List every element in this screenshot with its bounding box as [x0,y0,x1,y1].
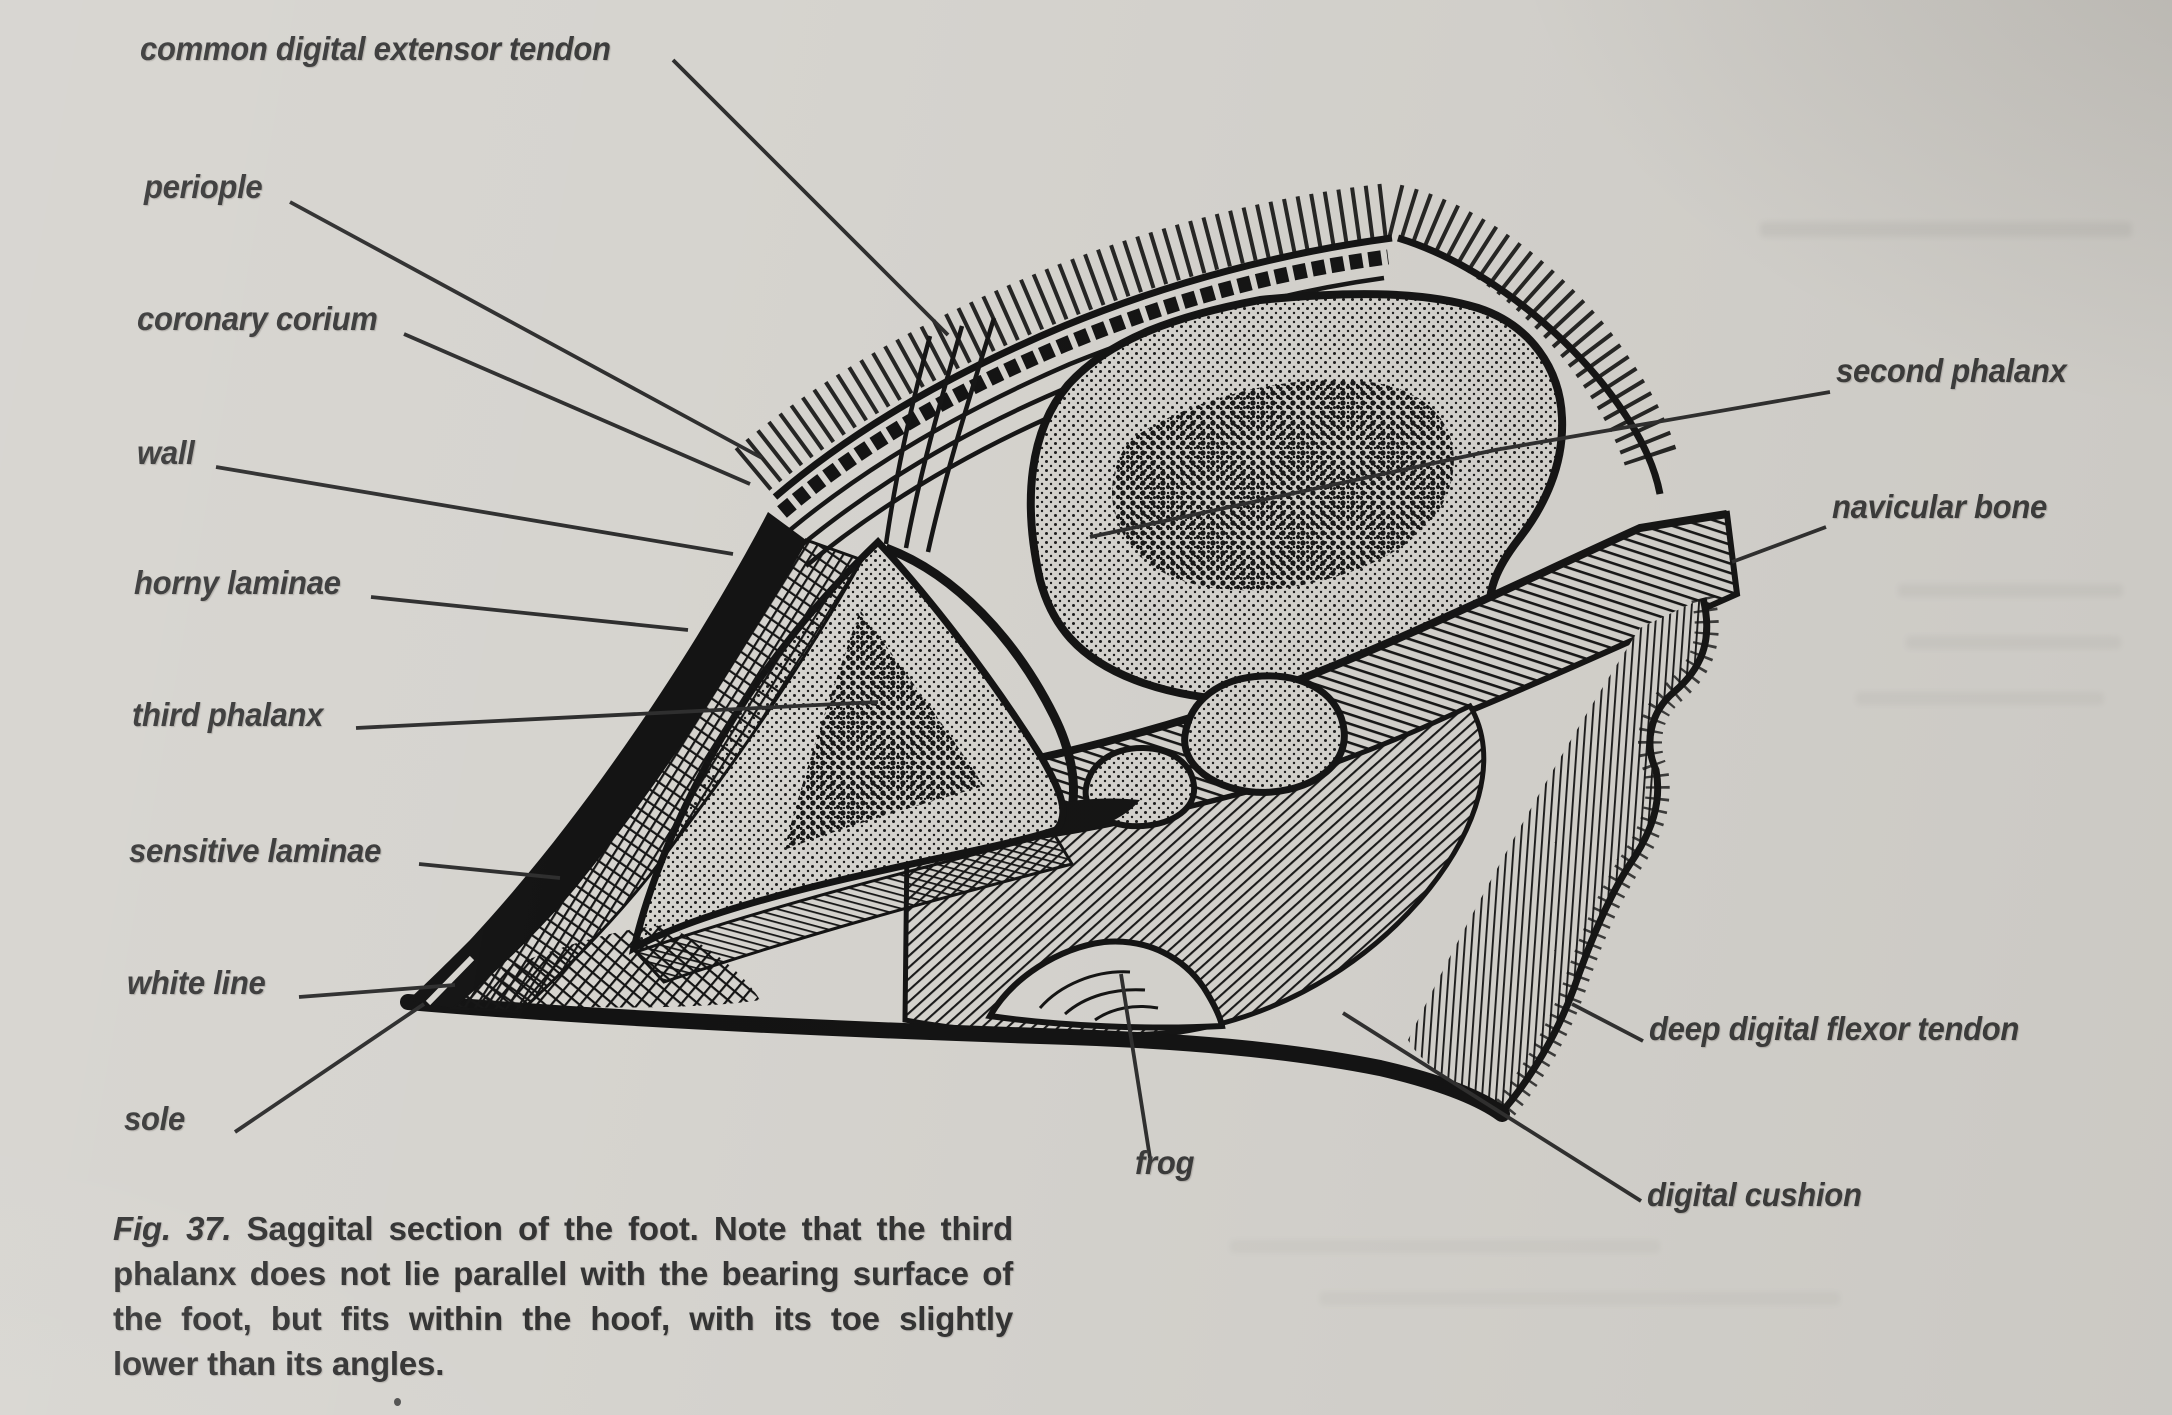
third-phalanx-marrow [784,610,984,850]
second-phalanx-bone [1026,290,1567,706]
leader-common-digital-extensor-tendon [671,58,950,337]
sole-corium-band [633,832,1075,984]
label-third-phalanx: third phalanx [132,696,324,733]
label-wall: wall [137,434,195,471]
bearing-surface-line [400,994,1510,1122]
leader-digital-cushion [1341,1011,1643,1203]
bleedthrough-mark [1760,222,2132,237]
caption-line-2: phalanx does not lie parallel with the b… [113,1255,1013,1292]
leader-wall [215,465,734,556]
heel-bulb-region [1408,598,1707,1112]
heel-back-outline [1492,595,1719,1120]
label-navicular-bone: navicular bone [1832,488,2047,525]
pastern-back-outline [1396,234,1664,495]
second-phalanx-marrow [1112,379,1454,591]
label-common-digital-extensor-tendon: common digital extensor tendon [140,30,611,67]
leader-frog [1119,973,1152,1159]
caption-line-3: the foot, but fits within the hoof, with… [113,1300,1013,1337]
caption-line-1: Fig. 37. Saggital section of the foot. N… [113,1206,1013,1251]
caption-line-4: lower than its angles. [113,1345,445,1382]
leader-periople [289,200,763,460]
hoof-wall [408,512,806,1008]
leader-deep-digital-flexor-tendon [1571,1002,1644,1043]
bleedthrough-mark [1856,692,2104,705]
hairline-fringe [734,182,1678,491]
leader-sensitive-laminae [418,862,561,880]
label-frog: frog [1135,1144,1195,1181]
stray-ink-dot [394,1398,401,1406]
label-deep-digital-flexor-tendon: deep digital flexor tendon [1649,1010,2020,1047]
bleedthrough-mark [1230,1240,1660,1253]
label-periople: periople [144,168,263,205]
label-sensitive-laminae: sensitive laminae [129,832,382,869]
bleedthrough-mark [1906,636,2121,649]
label-sole: sole [124,1100,185,1137]
leader-white-line [298,983,456,999]
label-digital-cushion: digital cushion [1647,1176,1862,1213]
frog-shape [985,938,1226,1031]
label-white-line: white line [127,964,266,1001]
caption-line-1-text: Saggital section of the foot. Note that … [246,1210,1014,1247]
label-coronary-corium: coronary corium [137,300,378,337]
figure-caption: Fig. 37. Saggital section of the foot. N… [113,1206,1013,1386]
label-horny-laminae: horny laminae [134,564,341,601]
leader-navicular-bone [1731,525,1827,564]
leader-third-phalanx [355,700,879,730]
leader-second-phalanx [1089,390,1831,539]
coffin-joint-line [884,543,1078,820]
bleedthrough-mark [1320,1292,1840,1305]
figure-number: Fig. 37. [113,1210,232,1247]
periople-band [777,249,1389,518]
leader-coronary-corium [403,332,751,486]
navicular-bone-shape [1082,672,1348,830]
third-phalanx-bone [628,537,1067,955]
extensor-tendon-front-lines [883,317,997,553]
bleedthrough-mark [1898,584,2123,597]
white-line-mark [425,955,475,1006]
leader-sole [233,1002,426,1134]
label-second-phalanx: second phalanx [1836,352,2067,389]
leader-horny-laminae [370,595,689,632]
